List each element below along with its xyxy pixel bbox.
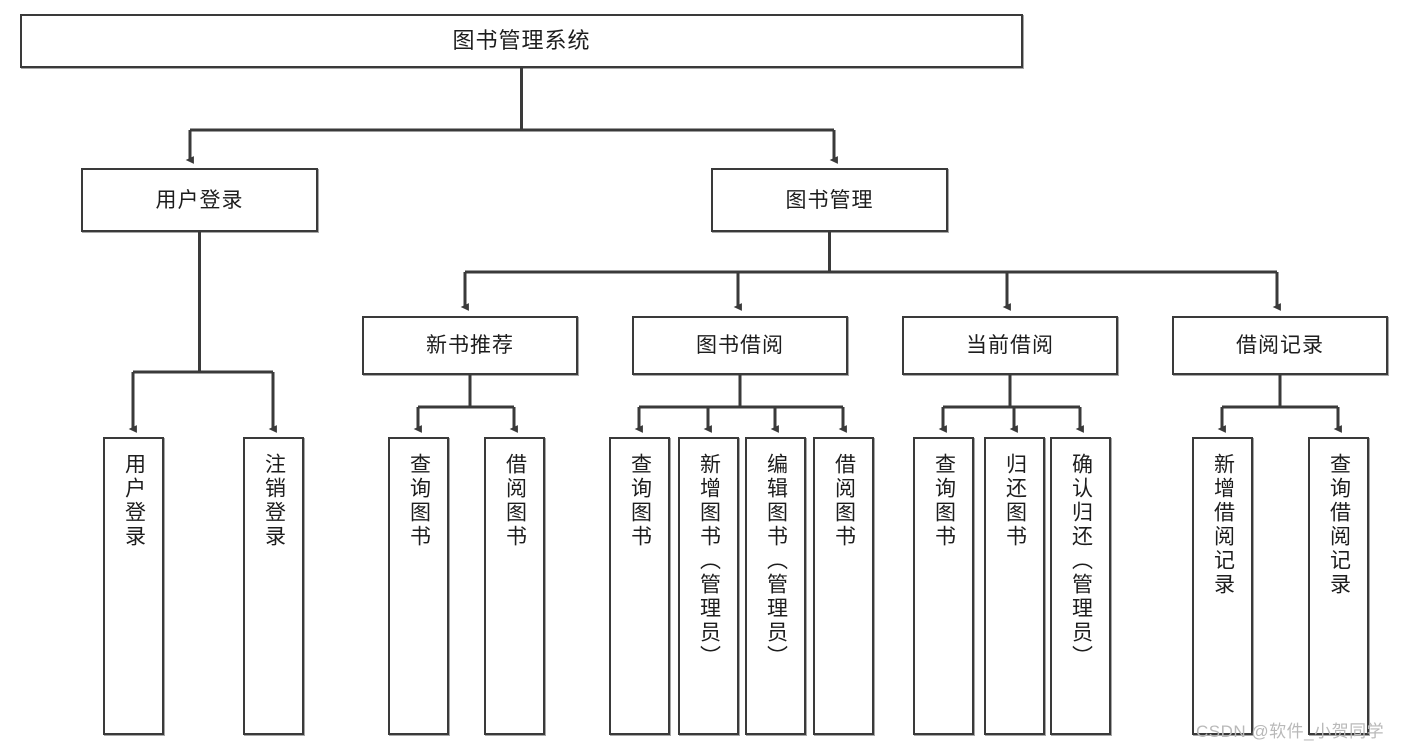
node-label: 归还图书	[1003, 453, 1027, 549]
connector-newbook-to-leaves	[413, 375, 518, 433]
node-label: 确认归还（管理员）	[1069, 453, 1093, 669]
node-root-book-management-system[interactable]: 图书管理系统	[20, 14, 1023, 68]
node-label: 注销登录	[262, 453, 286, 549]
node-label: 图书管理	[785, 188, 874, 212]
connector-bookmgmt-to-level3	[460, 232, 1281, 311]
node-label: 图书管理系统	[452, 28, 591, 53]
node-leaf-query-books-borrow[interactable]: 查询图书	[609, 437, 670, 735]
connector-current-to-leaves	[938, 375, 1084, 433]
connector-records-to-leaves	[1217, 375, 1342, 433]
node-leaf-user-login[interactable]: 用户登录	[103, 437, 164, 735]
node-label: 查询借阅记录	[1327, 453, 1351, 597]
node-label: 当前借阅	[966, 334, 1054, 357]
node-leaf-query-borrow-record[interactable]: 查询借阅记录	[1308, 437, 1369, 735]
node-leaf-borrow-books-newbook[interactable]: 借阅图书	[484, 437, 545, 735]
node-leaf-confirm-return-admin[interactable]: 确认归还（管理员）	[1050, 437, 1111, 735]
node-label: 借阅图书	[503, 453, 527, 549]
node-label: 新增借阅记录	[1211, 453, 1235, 597]
node-leaf-add-book-admin[interactable]: 新增图书（管理员）	[678, 437, 739, 735]
node-leaf-borrow-books[interactable]: 借阅图书	[813, 437, 874, 735]
connector-borrow-to-leaves	[634, 375, 847, 433]
node-label: 用户登录	[122, 453, 146, 549]
connector-root-to-level2	[185, 68, 838, 164]
node-leaf-add-borrow-record[interactable]: 新增借阅记录	[1192, 437, 1253, 735]
node-label: 用户登录	[155, 188, 244, 212]
node-book-borrowing[interactable]: 图书借阅	[632, 316, 848, 375]
node-leaf-logout[interactable]: 注销登录	[243, 437, 304, 735]
csdn-watermark: CSDN @软件_小贺同学	[1196, 722, 1385, 741]
node-label: 借阅记录	[1236, 334, 1324, 357]
node-leaf-edit-book-admin[interactable]: 编辑图书（管理员）	[745, 437, 806, 735]
node-leaf-query-books-current[interactable]: 查询图书	[913, 437, 974, 735]
node-user-login[interactable]: 用户登录	[81, 168, 318, 232]
node-leaf-return-books[interactable]: 归还图书	[984, 437, 1045, 735]
node-label: 借阅图书	[832, 453, 856, 549]
node-current-borrowing[interactable]: 当前借阅	[902, 316, 1118, 375]
node-label: 新增图书（管理员）	[697, 453, 721, 669]
node-book-management[interactable]: 图书管理	[711, 168, 948, 232]
node-label: 编辑图书（管理员）	[764, 453, 788, 669]
connector-userlogin-to-leaves	[128, 232, 277, 433]
node-leaf-query-books-newbook[interactable]: 查询图书	[388, 437, 449, 735]
node-label: 图书借阅	[696, 334, 784, 357]
node-label: 新书推荐	[426, 334, 514, 357]
node-label: 查询图书	[628, 453, 652, 549]
node-new-book-recommendation[interactable]: 新书推荐	[362, 316, 578, 375]
node-label: 查询图书	[407, 453, 431, 549]
node-label: 查询图书	[932, 453, 956, 549]
node-borrow-records[interactable]: 借阅记录	[1172, 316, 1388, 375]
